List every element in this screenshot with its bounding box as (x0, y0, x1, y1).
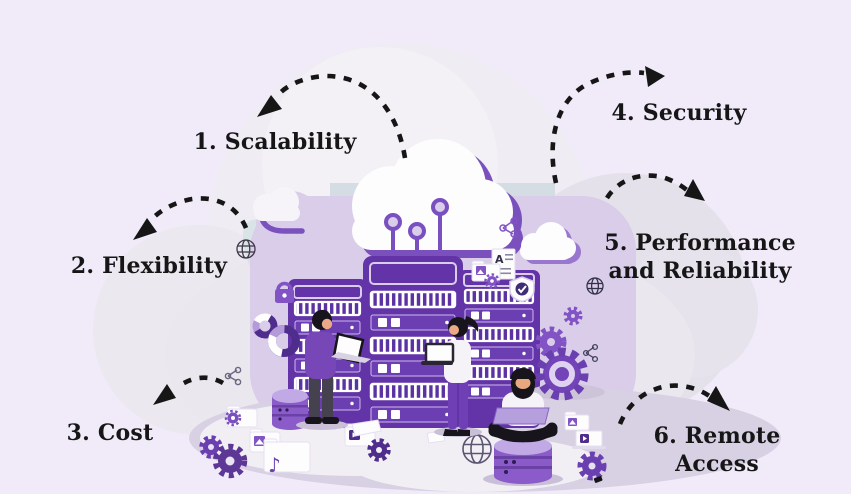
paper (351, 419, 382, 437)
man-sitting-on-database-with-laptop (483, 368, 563, 486)
dashed-arrow-remote-access (593, 383, 730, 483)
label-remote-access: 6. Remote Access (653, 423, 781, 478)
small-cloud-right (520, 222, 581, 264)
dashed-arrow-security (550, 66, 665, 184)
svg-text:A: A (495, 253, 504, 266)
label-cost: 3. Cost (66, 420, 154, 446)
man-standing-with-laptop (296, 309, 371, 430)
dashed-arrow-performance (605, 173, 705, 201)
globe-icon (236, 239, 256, 259)
donut-chart-icon (252, 313, 300, 357)
folder-icon: ♪ (249, 428, 311, 477)
svg-text:♪: ♪ (268, 453, 281, 477)
shield-check-icon (509, 276, 535, 303)
label-flexibility: 2. Flexibility (70, 253, 228, 279)
padlock-icon (275, 281, 294, 303)
laptop-icon (572, 430, 606, 449)
label-performance-reliability: 5. Performance and Reliability (604, 230, 796, 285)
globe-icon (586, 277, 604, 295)
dashed-arrow-flexibility (133, 196, 249, 240)
gear-icon (535, 306, 589, 401)
share-nodes-icon (499, 217, 518, 238)
folder-icon (471, 260, 501, 289)
woman-standing-with-laptop (421, 316, 482, 437)
gear-icon (577, 451, 607, 481)
label-security: 4. Security (611, 100, 747, 126)
share-nodes-icon (224, 366, 242, 386)
small-cloud-left (253, 187, 300, 221)
dashed-arrow-scalability (257, 73, 408, 159)
label-scalability: 1. Scalability (193, 129, 357, 155)
database-icon (272, 389, 308, 430)
folder-icon (564, 411, 590, 431)
gear-icon (367, 438, 391, 462)
share-nodes-icon (582, 343, 599, 363)
dashed-arrow-cost (153, 375, 225, 405)
folder-icon (224, 405, 258, 428)
gear-icon (199, 435, 248, 479)
